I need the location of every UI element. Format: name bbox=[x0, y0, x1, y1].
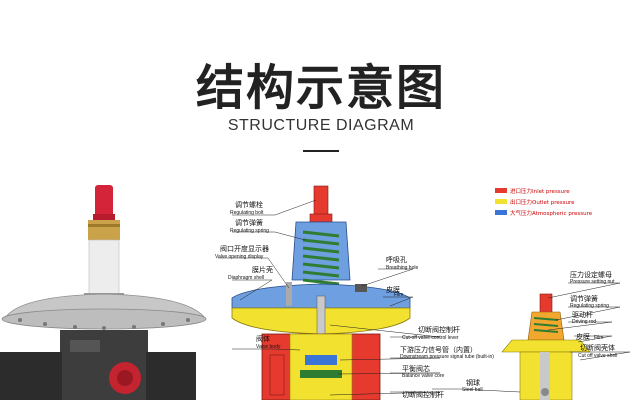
label-regulating-spring2-en: Regulating spring bbox=[570, 303, 609, 309]
regulator-product-image bbox=[0, 185, 207, 400]
label-balance-core-cn: 平衡阀芯 bbox=[402, 364, 430, 373]
label-steel-ball-cn: 钢球 bbox=[466, 378, 480, 387]
label-balance-core-en: Balance valve core bbox=[402, 373, 444, 379]
label-film-en: Film bbox=[394, 292, 403, 298]
legend-swatch-atmospheric bbox=[495, 210, 507, 215]
label-driving-rod-en: Driving rod bbox=[572, 319, 596, 325]
legend-swatch-outlet bbox=[495, 199, 507, 204]
label-film2-cn: 皮膜 bbox=[576, 332, 590, 341]
legend-outlet: 出口压力Outlet pressure bbox=[510, 198, 575, 206]
main-regulator-cutaway bbox=[231, 185, 411, 400]
page-title: 结构示意图 bbox=[195, 60, 446, 116]
leader-lines bbox=[218, 199, 631, 396]
label-regulating-spring2-cn: 调节弹簧 bbox=[570, 294, 598, 303]
pressure-legend: 进口压力Inlet pressure 出口压力Outlet pressure 大… bbox=[495, 187, 593, 217]
label-cutoff-lever2-cn: 切断阀控制杆 bbox=[402, 390, 444, 399]
label-signal-tube-en: Downstream pressure signal tube (built-i… bbox=[400, 354, 494, 360]
label-regulating-bolt-en: Regulating bolt bbox=[230, 210, 264, 216]
label-film-cn: 皮膜 bbox=[386, 285, 400, 294]
page-subtitle: STRUCTURE DIAGRAM bbox=[227, 117, 415, 134]
label-regulating-bolt-cn: 调节螺栓 bbox=[235, 200, 263, 209]
label-breathing-hole-en: Breathing hole bbox=[386, 265, 418, 271]
label-diaphragm-shell-en: Diaphragm shell bbox=[228, 275, 264, 281]
label-cutoff-lever-cn: 切断阀控制杆 bbox=[418, 325, 460, 334]
label-setting-nut-cn: 压力设定螺母 bbox=[570, 270, 612, 279]
label-cutoff-shell-cn: 切断阀壳体 bbox=[580, 343, 615, 352]
label-diaphragm-shell-cn: 膜片壳 bbox=[252, 265, 273, 274]
label-signal-tube-cn: 下游压力信号管（内置） bbox=[400, 345, 477, 354]
label-valve-display-cn: 阀口开度显示器 bbox=[220, 244, 269, 253]
label-cutoff-shell-en: Cut off valve shell bbox=[578, 353, 617, 359]
part-labels: 调节螺栓 Regulating bolt 调节弹簧 Regulating spr… bbox=[215, 200, 617, 399]
label-setting-nut-en: Pressure setting nut bbox=[570, 279, 615, 285]
label-driving-rod-cn: 驱动杆 bbox=[572, 310, 593, 319]
label-valve-display-en: Valve opening display bbox=[215, 254, 264, 260]
legend-inlet: 进口压力Inlet pressure bbox=[510, 187, 570, 195]
label-breathing-hole-cn: 呼吸孔 bbox=[386, 255, 407, 264]
title-divider bbox=[303, 150, 339, 152]
label-valve-body-cn: 阀体 bbox=[256, 334, 270, 343]
legend-atmospheric: 大气压力Atmospheric pressure bbox=[510, 209, 593, 217]
cutoff-valve-cutaway bbox=[501, 293, 591, 400]
label-regulating-spring-cn: 调节弹簧 bbox=[235, 218, 263, 227]
label-film2-en: Film bbox=[594, 335, 603, 341]
label-cutoff-lever-en: Cut-off valve control lever bbox=[402, 335, 459, 341]
label-steel-ball-en: Steel ball bbox=[462, 387, 483, 393]
label-regulating-spring-en: Regulating spring bbox=[230, 228, 269, 234]
legend-swatch-inlet bbox=[495, 188, 507, 193]
label-valve-body-en: Valve body bbox=[256, 344, 281, 350]
